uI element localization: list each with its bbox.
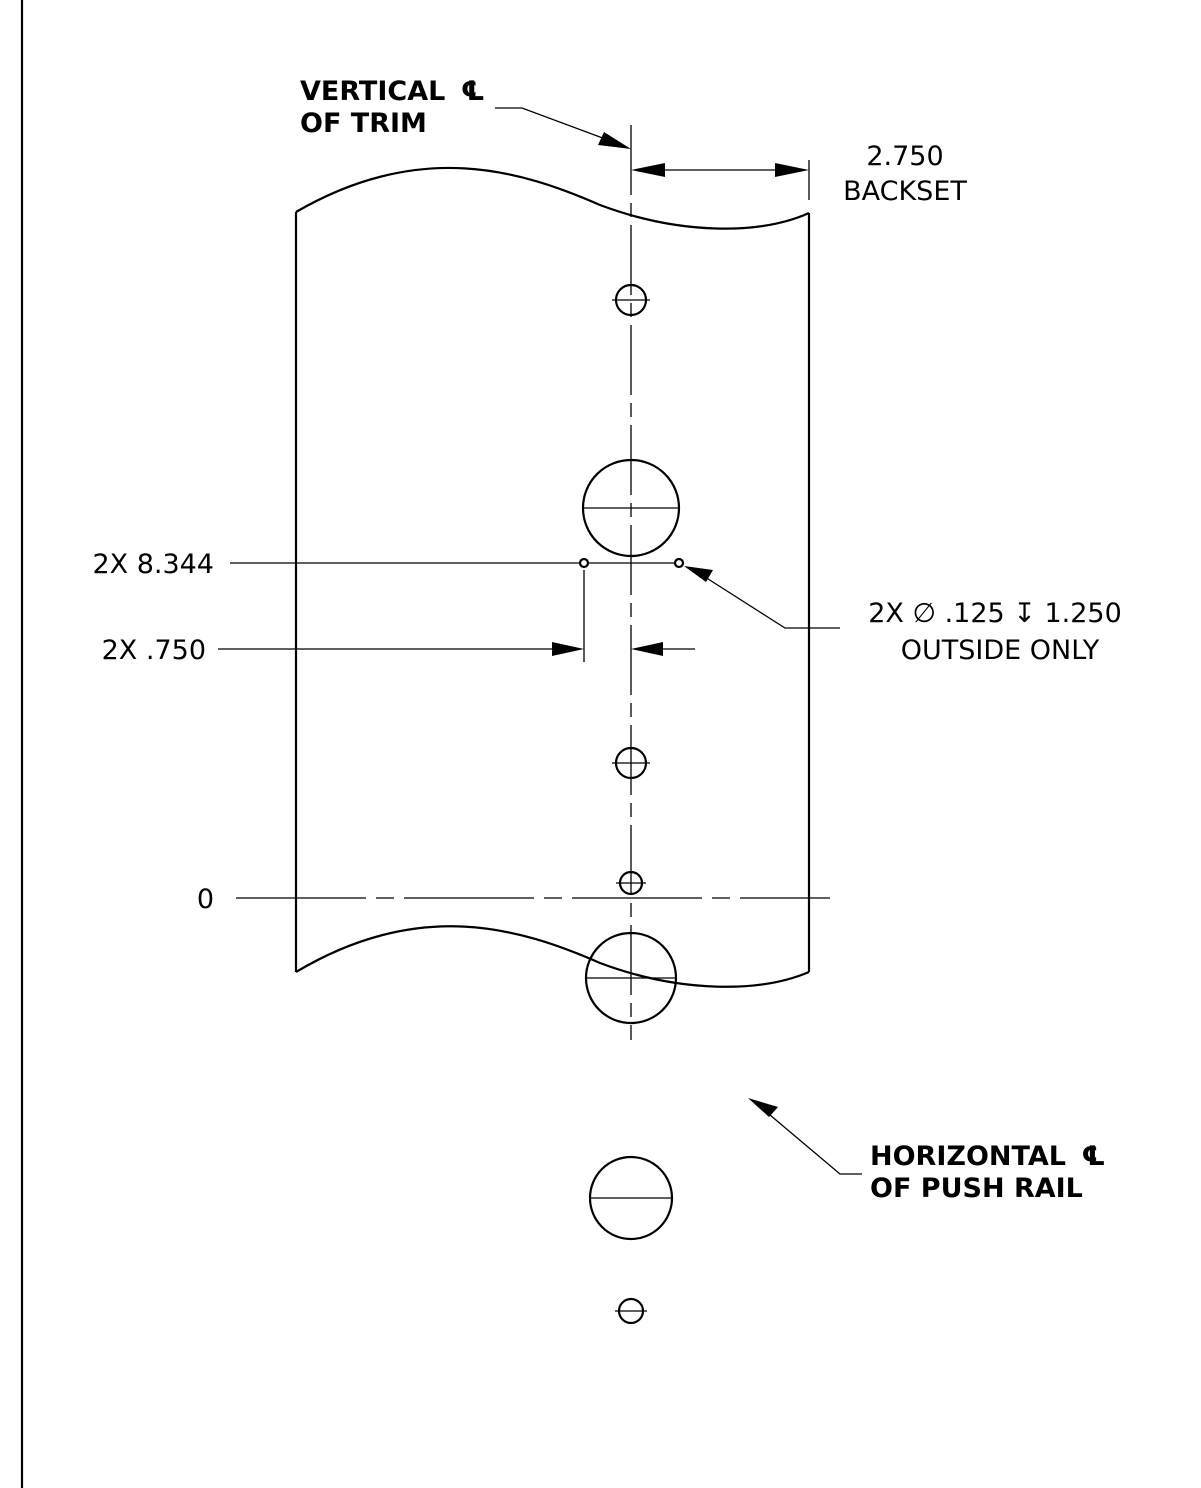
bottom-break-line [295, 925, 810, 988]
ordinate-zero-label: 0 [197, 884, 214, 915]
large-hole-upper [581, 458, 681, 558]
backset-label: BACKSET [843, 176, 967, 207]
hole-callout-leader [684, 566, 840, 629]
vertical-centerline-label-line2: OF TRIM [300, 108, 427, 139]
backset-value: 2.750 [866, 141, 943, 172]
vertical-centerline-leader [495, 107, 631, 149]
vertical-centerline-label: VERTICAL ℄ [300, 76, 485, 107]
pilot-hole-right [673, 557, 685, 569]
hole-callout-line2: OUTSIDE ONLY [901, 635, 1100, 666]
horizontal-centerline-label-line2: OF PUSH RAIL [870, 1173, 1083, 1204]
horizontal-centerline-label: HORIZONTAL ℄ [870, 1141, 1106, 1172]
small-hole-top [612, 283, 650, 317]
large-hole-bottom [588, 1155, 674, 1241]
door-stile-outline [294, 166, 811, 988]
hole-callout-line1: 2X ∅ .125 ↧ 1.250 [868, 598, 1122, 629]
top-break-line [295, 166, 810, 230]
small-hole-bottom [615, 1297, 647, 1325]
small-hole-middle [612, 746, 650, 780]
ordinate-8344-label: 2X 8.344 [92, 549, 214, 580]
offset-dimension-label: 2X .750 [102, 635, 206, 666]
holes [578, 283, 685, 1325]
small-hole-lower [616, 870, 646, 896]
pilot-hole-left [578, 557, 590, 569]
backset-dimension [631, 160, 810, 200]
large-hole-middle [584, 931, 678, 1025]
offset-dimension [218, 570, 695, 662]
horizontal-centerline-leader [748, 1098, 862, 1175]
